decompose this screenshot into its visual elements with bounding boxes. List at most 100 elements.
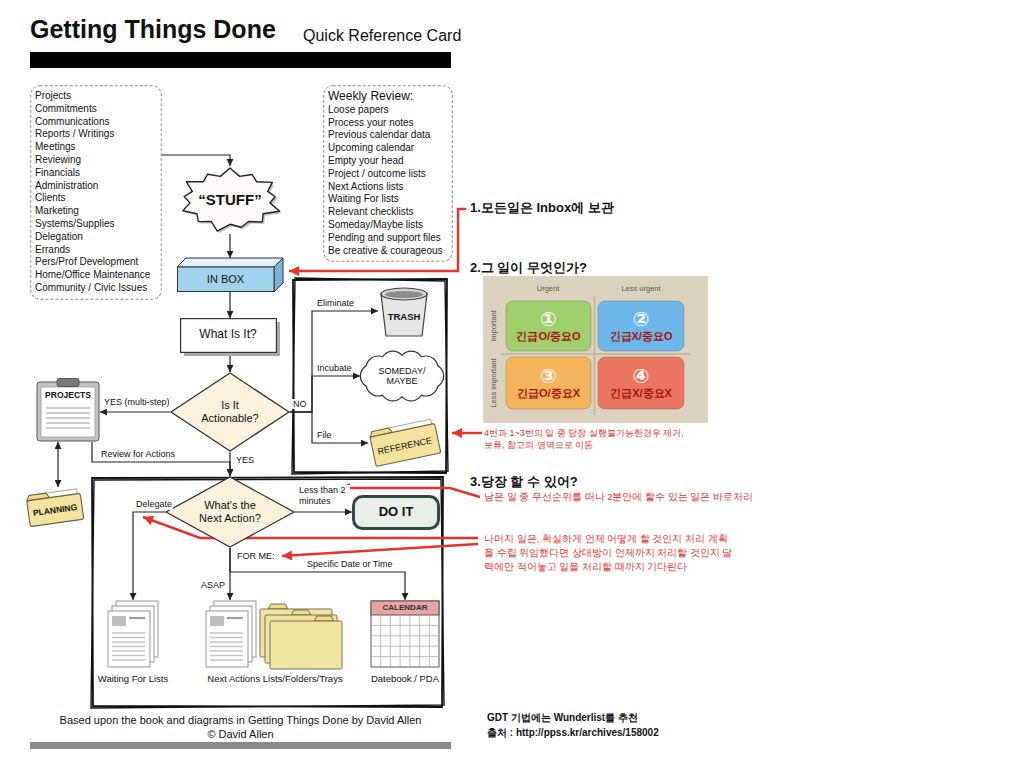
shape-part [46, 417, 90, 419]
shape-part [270, 621, 342, 669]
connector [229, 292, 230, 318]
shape-part [31, 86, 162, 300]
list-heading: Weekly Review: [328, 90, 448, 103]
priority-matrix: UrgentLess urgentImportantLess important… [483, 276, 708, 423]
list-item: Communications [35, 116, 157, 129]
icon-caption: Waiting For Lists [88, 674, 178, 685]
quadrant-label: 긴급X/중요X [610, 387, 672, 400]
shape-part [46, 422, 90, 424]
shape-part [112, 616, 126, 626]
quadrant-label: 긴급X/중요O [610, 330, 673, 343]
shape-part [210, 646, 243, 648]
node-label: PROJECTS [45, 391, 91, 401]
shape-part [181, 319, 277, 353]
do-it-box: DO IT [352, 495, 440, 530]
matrix-quadrant: ②긴급X/중요O [597, 300, 685, 352]
shape-part [385, 291, 423, 298]
note: GDT 기법에는 Wunderlist를 추천 [487, 712, 638, 724]
shape-part [108, 611, 150, 667]
waiting-for-icon: Waiting For Lists [88, 600, 178, 685]
quadrant-label: 긴급O/중요X [517, 387, 580, 400]
subtitle: Quick Reference Card [303, 27, 461, 45]
connector [229, 356, 230, 372]
node-label: DO IT [379, 505, 414, 520]
connector [290, 376, 360, 412]
shape-part [380, 615, 381, 667]
connector [92, 442, 230, 476]
projects-clipboard: PROJECTS [36, 378, 100, 442]
annotation-arrow [282, 544, 478, 556]
list-item: Commitments [35, 103, 157, 116]
axis-label: Urgent [537, 285, 560, 294]
shape-part [409, 615, 410, 667]
node-label: TRASH [388, 312, 421, 323]
someday-cloud: SOMEDAY/ MAYBE [360, 350, 444, 402]
shape-part [371, 625, 439, 626]
shape-part [112, 650, 145, 652]
list-item: Errands [35, 244, 157, 257]
shape-part [57, 379, 79, 387]
shape-part [37, 382, 99, 441]
axis-label: Less important [490, 358, 499, 407]
edge-label: ASAP [200, 580, 226, 591]
weekly-review-box: Weekly Review:Loose papersProcess your n… [323, 85, 453, 262]
list-item: Process your notes [328, 117, 448, 130]
edge-label: Eliminate [316, 298, 355, 309]
edge-label: YES [235, 455, 255, 466]
shape-outline [36, 378, 100, 442]
list-item: Meetings [35, 141, 157, 154]
source-note: 출처 : http://ppss.kr/archives/158002 [487, 727, 659, 739]
footer-bar [30, 742, 451, 749]
shape-part [177, 258, 283, 267]
decision-diamond: Is It Actionable? [170, 372, 290, 452]
branch-label: NO [292, 399, 308, 409]
list-item: Next Actions lists [328, 181, 448, 194]
shape-part [210, 655, 243, 657]
inbox-tray: IN BOX [177, 258, 283, 292]
shape-part [419, 615, 420, 667]
quadrant-label: 긴급O/중요O [516, 330, 580, 343]
list-item: Delegation [35, 231, 157, 244]
edge-label: Review for Actions [100, 449, 176, 460]
shape-part [227, 617, 243, 619]
quadrant-number: ④ [633, 366, 650, 387]
edge-label: Incubate [316, 363, 353, 374]
edge-label: File [316, 430, 333, 441]
branch-label: FOR ME: [236, 551, 276, 561]
shape-part [183, 168, 280, 231]
shape-part [210, 650, 243, 652]
shape-part [46, 427, 90, 429]
shape-part [112, 641, 145, 643]
node-label: SOMEDAY/ MAYBE [372, 366, 432, 387]
shape-part [371, 646, 439, 647]
shape-part [598, 357, 684, 409]
connector [295, 511, 352, 512]
shape-part [166, 477, 294, 547]
connector [229, 234, 230, 258]
shape-part [210, 659, 243, 661]
context-list: ProjectsCommitmentsCommunicationsReports… [30, 85, 162, 300]
list-item: Project / outcome lists [328, 168, 448, 181]
hand-drawn-frame [92, 477, 443, 707]
shape-outline [378, 285, 430, 337]
shape-part [112, 637, 145, 639]
matrix-quadrant: ①긴급O/중요O [505, 300, 592, 352]
list-item: Someday/Maybe lists [328, 219, 448, 232]
quadrant-number: ① [540, 309, 557, 330]
planning-folder: PLANNING [24, 487, 86, 529]
edge-label: Less than 2 minutes [298, 485, 350, 507]
shape-part [372, 362, 431, 389]
shape-part [210, 641, 243, 643]
shape-part [369, 419, 441, 467]
list-item: Clients [35, 192, 157, 205]
connector [100, 411, 170, 412]
shape-part [594, 296, 596, 415]
list-item: Projects [35, 90, 157, 103]
list-item: Marketing [35, 205, 157, 218]
calendar-icon: CALENDARDatebook / PDA [365, 600, 445, 685]
list-item: Reviewing [35, 154, 157, 167]
connector [290, 311, 378, 412]
node-label: What's the Next Action? [195, 499, 265, 524]
shape-part [506, 357, 591, 409]
